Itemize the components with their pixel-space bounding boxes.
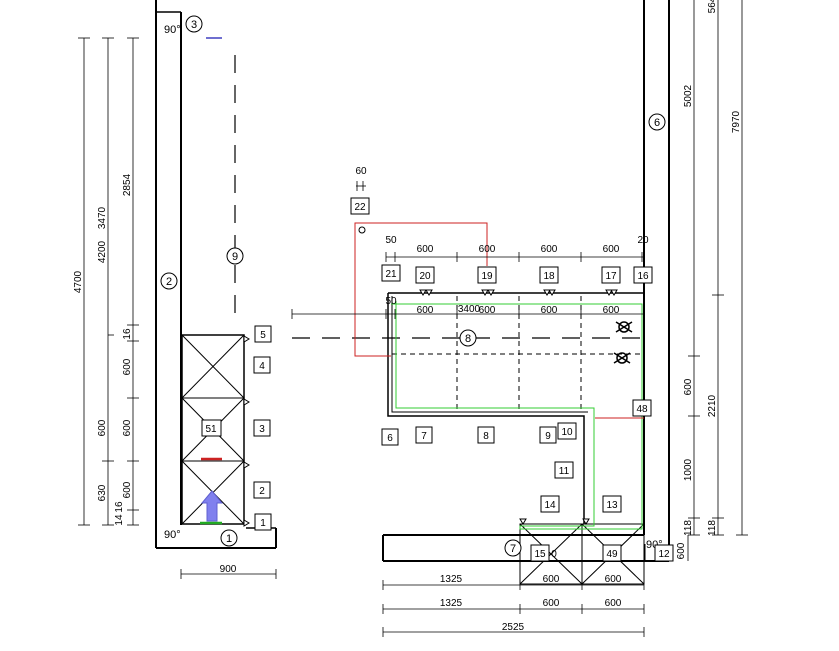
box-8: 8 bbox=[483, 431, 489, 442]
dim-600-t4: 600 bbox=[603, 244, 620, 255]
box-17: 17 bbox=[605, 271, 617, 282]
box-22: 22 bbox=[354, 202, 366, 213]
dim-2210: 2210 bbox=[707, 394, 718, 417]
box-11: 11 bbox=[559, 466, 570, 477]
box-9: 9 bbox=[545, 431, 551, 442]
box-15: 15 bbox=[534, 549, 546, 560]
dim-14: 14 bbox=[114, 514, 125, 526]
dim-2525: 2525 bbox=[502, 622, 525, 633]
box-19: 19 bbox=[481, 271, 493, 282]
dim-900: 900 bbox=[220, 564, 237, 575]
dim-2854: 2854 bbox=[122, 173, 133, 196]
box-13: 13 bbox=[606, 500, 618, 511]
dim-3470: 3470 bbox=[97, 206, 108, 229]
dim-118-a: 118 bbox=[683, 520, 694, 536]
dim-600-t2: 600 bbox=[479, 244, 496, 255]
box-21: 21 bbox=[385, 269, 397, 280]
dim-600-c: 600 bbox=[122, 419, 133, 436]
red-outline bbox=[354, 222, 488, 357]
hob-icon bbox=[613, 321, 633, 364]
dim-1325-b: 1325 bbox=[440, 598, 463, 609]
dim-600-m1: 600 bbox=[417, 305, 434, 316]
outlet-markers bbox=[419, 289, 618, 525]
dim-7970: 7970 bbox=[731, 110, 742, 133]
dim-1000: 1000 bbox=[683, 458, 694, 481]
dim-600-m2: 600 bbox=[479, 305, 496, 316]
angle-top-left: 90° bbox=[164, 24, 181, 36]
dim-50-top: 50 bbox=[385, 235, 397, 246]
box-4: 4 bbox=[259, 361, 265, 372]
dim-16b: 16 bbox=[114, 501, 125, 513]
circle-2: 2 bbox=[166, 276, 172, 288]
circle-1: 1 bbox=[226, 533, 232, 545]
dim-600-a: 600 bbox=[122, 358, 133, 375]
box-10: 10 bbox=[561, 427, 573, 438]
left-wall bbox=[155, 0, 277, 549]
dim-600-b1: 600 bbox=[543, 574, 560, 585]
dim-60: 60 bbox=[355, 166, 367, 177]
dim-600-b3: 600 bbox=[543, 598, 560, 609]
dim-600-b2: 600 bbox=[605, 574, 622, 585]
dim-50-mid: 50 bbox=[385, 296, 397, 307]
circle-3: 3 bbox=[191, 19, 197, 31]
box-12: 12 bbox=[658, 549, 670, 560]
dim-600-rb: 600 bbox=[676, 542, 687, 559]
boxed-label-frames bbox=[201, 197, 674, 562]
box-20: 20 bbox=[419, 271, 431, 282]
box-49: 49 bbox=[606, 549, 618, 560]
dim-600-m4: 600 bbox=[603, 305, 620, 316]
dim-4200: 4200 bbox=[97, 240, 108, 263]
dim-1325-a: 1325 bbox=[440, 574, 463, 585]
box-3: 3 bbox=[259, 424, 265, 435]
dimension-texts: 4700 4200 3470 2854 16 600 600 600 630 6… bbox=[73, 0, 742, 633]
green-outline bbox=[391, 301, 643, 530]
box-14: 14 bbox=[544, 500, 556, 511]
dim-600-b4: 600 bbox=[605, 598, 622, 609]
circled-labels bbox=[160, 15, 666, 557]
dim-20-top: 20 bbox=[637, 235, 649, 246]
dim-600-m3: 600 bbox=[541, 305, 558, 316]
dim-600-r: 600 bbox=[683, 378, 694, 395]
box-7: 7 bbox=[421, 431, 427, 442]
tag-0: 0 bbox=[551, 549, 557, 560]
dim-564: 564 bbox=[707, 0, 718, 13]
dim-630: 630 bbox=[97, 484, 108, 501]
angle-bottom-left: 90° bbox=[164, 529, 181, 541]
circle-8: 8 bbox=[465, 333, 471, 345]
box-1: 1 bbox=[260, 518, 266, 529]
box-2: 2 bbox=[259, 486, 265, 497]
box-16: 16 bbox=[637, 271, 649, 282]
dimension-lines bbox=[78, 0, 748, 637]
dim-600-t3: 600 bbox=[541, 244, 558, 255]
dim-4700: 4700 bbox=[73, 270, 84, 293]
dim-600-d: 600 bbox=[122, 481, 133, 498]
dim-600-b: 600 bbox=[97, 419, 108, 436]
box-18: 18 bbox=[543, 271, 555, 282]
box-6: 6 bbox=[387, 433, 393, 444]
box-5: 5 bbox=[260, 330, 266, 341]
dim-5002: 5002 bbox=[683, 84, 694, 107]
dim-3400: 3400 bbox=[458, 304, 481, 315]
wall-markers bbox=[243, 335, 250, 527]
circle-7: 7 bbox=[510, 543, 516, 555]
circled-label-texts: 3 2 9 1 6 8 7 bbox=[166, 19, 660, 555]
dim-118-b: 118 bbox=[707, 520, 718, 536]
boxed-label-texts: 1 2 3 4 5 51 6 7 8 9 10 11 12 13 14 15 1… bbox=[205, 202, 670, 560]
dim-600-t1: 600 bbox=[417, 244, 434, 255]
box-48: 48 bbox=[636, 404, 648, 415]
circle-9: 9 bbox=[232, 251, 238, 263]
red-point bbox=[358, 226, 366, 234]
dim-16: 16 bbox=[122, 328, 133, 340]
box-51: 51 bbox=[205, 424, 217, 435]
circle-6: 6 bbox=[654, 117, 660, 129]
